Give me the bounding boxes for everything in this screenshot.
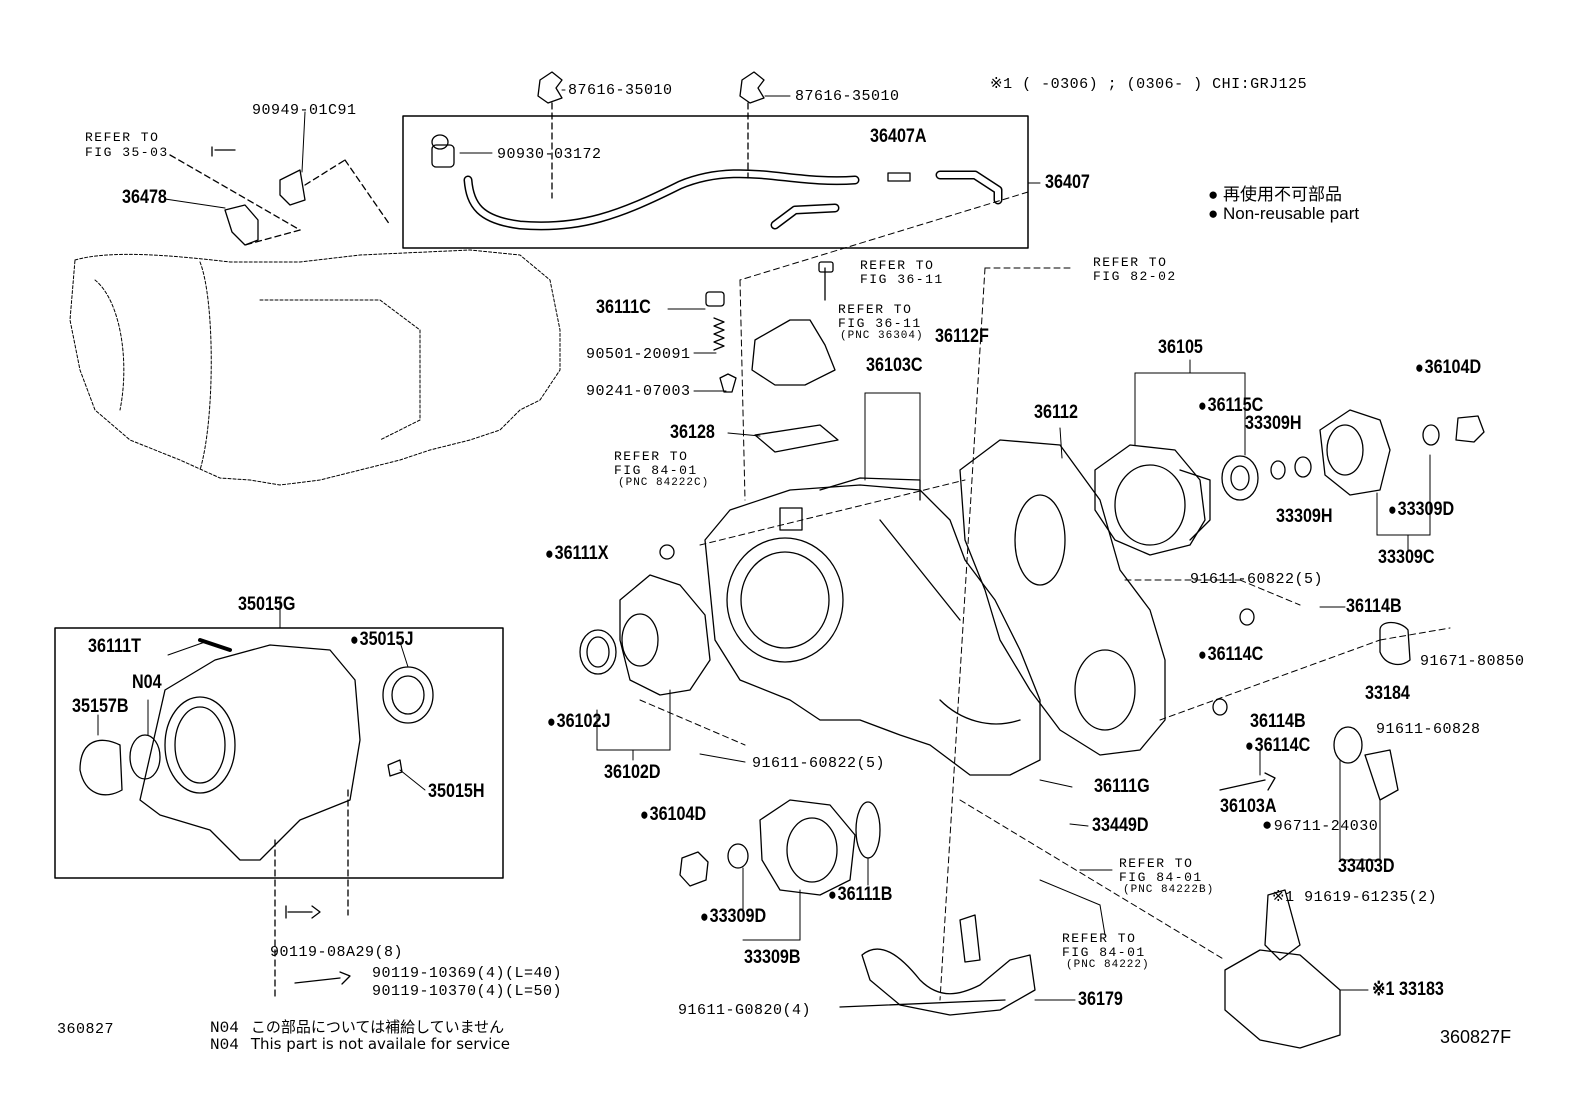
part-91611-60822-top[interactable]: 91611-60822(5) — [1190, 571, 1324, 588]
part-35157b[interactable]: 35157B — [72, 696, 129, 717]
part-87616-35010-b[interactable]: 87616-35010 — [795, 88, 900, 105]
ref-fig-35-03-line2[interactable]: FIG 35-03 — [85, 145, 169, 160]
part-36105[interactable]: 36105 — [1158, 337, 1203, 358]
part-90241-07003[interactable]: 90241-07003 — [586, 383, 691, 400]
part-96711-24030[interactable]: 96711-24030 — [1262, 818, 1378, 835]
part-36112[interactable]: 36112 — [1034, 402, 1079, 423]
part-36111b[interactable]: 36111B — [828, 885, 893, 904]
part-91619-61235[interactable]: ※1 91619-61235(2) — [1272, 889, 1438, 906]
clip-left — [537, 71, 563, 104]
part-36114b-b[interactable]: 36114B — [1250, 711, 1306, 732]
part-36115c[interactable]: 36115C — [1198, 396, 1264, 415]
part-91611-g0820[interactable]: 91611-G0820(4) — [678, 1002, 812, 1019]
model-applicability-note: ※1 ( -0306) ; (0306- ) CHI:GRJ125 — [990, 76, 1308, 93]
illustration-code-left: 360827 — [57, 1021, 115, 1038]
rear-case — [959, 439, 1166, 756]
part-36102d[interactable]: 36102D — [604, 762, 661, 783]
part-33184[interactable]: 33184 — [1365, 683, 1410, 704]
ref-fig-82-02-line2[interactable]: FIG 82-02 — [1093, 269, 1177, 284]
part-36103c[interactable]: 36103C — [866, 355, 923, 376]
footer-note-jp-code: N04 — [210, 1019, 239, 1037]
part-33309h-b[interactable]: 33309H — [1276, 506, 1333, 527]
ref-fig-36-11-a-line2[interactable]: FIG 36-11 — [860, 272, 944, 287]
ref-fig-36-11-b-line2[interactable]: FIG 36-11 — [838, 316, 922, 331]
part-36104d-top[interactable]: 36104D — [1415, 358, 1482, 377]
part-33183[interactable]: ※1 33183 — [1372, 979, 1444, 1000]
transfer-case-housing — [704, 477, 1041, 776]
front-case — [1094, 444, 1211, 556]
part-91671-80850[interactable]: 91671-80850 — [1420, 653, 1525, 670]
part-90501-20091[interactable]: 90501-20091 — [586, 346, 691, 363]
part-35015j[interactable]: 35015J — [350, 630, 414, 649]
part-33309d-bottom[interactable]: 33309D — [700, 907, 767, 926]
part-33309b[interactable]: 33309B — [744, 947, 801, 968]
part-36128[interactable]: 36128 — [670, 422, 715, 443]
footer-note-en-text: This part is not availale for service — [250, 1035, 510, 1053]
ref-fig-84-01-b-pnc[interactable]: (PNC 84222B) — [1123, 884, 1215, 896]
part-36111t[interactable]: 36111T — [88, 636, 141, 657]
ref-fig-82-02-line1[interactable]: REFER TO — [1093, 255, 1168, 270]
clip-right — [739, 71, 765, 104]
part-36111g[interactable]: 36111G — [1094, 776, 1150, 797]
part-36114c-a[interactable]: 36114C — [1198, 645, 1264, 664]
ref-fig-36-11-a-line1[interactable]: REFER TO — [860, 258, 935, 273]
ref-fig-84-01-c-line2[interactable]: FIG 84-01 — [1062, 945, 1146, 960]
ref-fig-84-01-b-line2[interactable]: FIG 84-01 — [1119, 870, 1203, 885]
part-36102j[interactable]: 36102J — [547, 712, 611, 731]
part-36103a[interactable]: 36103A — [1220, 796, 1277, 817]
part-35015h[interactable]: 35015H — [428, 781, 485, 802]
legend-jp: ● 再使用不可部品 — [1208, 180, 1342, 205]
extension-housing-box — [54, 627, 504, 879]
legend-jp-text: 再使用不可部品 — [1223, 185, 1342, 204]
note-n04[interactable]: N04 — [132, 672, 162, 693]
part-36104d-bottom[interactable]: 36104D — [640, 805, 707, 824]
part-90119-08a29[interactable]: 90119-08A29(8) — [270, 944, 404, 961]
part-91611-60822-mid[interactable]: 91611-60822(5) — [752, 755, 886, 772]
footer-note-en-code: N04 — [210, 1036, 239, 1054]
transmission-outline — [69, 249, 561, 486]
non-reusable-dot-icon: ● — [1208, 185, 1223, 204]
non-reusable-dot-icon: ● — [1208, 204, 1223, 223]
part-87616-35010-a[interactable]: 87616-35010 — [568, 82, 673, 99]
ref-fig-84-01-a-pnc[interactable]: (PNC 84222C) — [618, 477, 710, 489]
ref-fig-84-01-c-line1[interactable]: REFER TO — [1062, 931, 1137, 946]
footer-note-jp: N04 この部品については補給していません — [210, 1016, 504, 1037]
legend-en: ● Non-reusable part — [1208, 204, 1359, 224]
footer-note-en: N04 This part is not availale for service — [210, 1035, 510, 1054]
breather-hose-box — [402, 115, 1029, 249]
part-90930-03172[interactable]: 90930-03172 — [497, 146, 602, 163]
part-33309h-a[interactable]: 33309H — [1245, 413, 1302, 434]
part-36111c[interactable]: 36111C — [596, 297, 651, 318]
ref-fig-84-01-a-line1[interactable]: REFER TO — [614, 449, 689, 464]
part-36407[interactable]: 36407 — [1045, 172, 1090, 193]
ref-fig-36-11-b-line1[interactable]: REFER TO — [838, 302, 913, 317]
ref-fig-84-01-b-line1[interactable]: REFER TO — [1119, 856, 1194, 871]
footer-note-jp-text: この部品については補給していません — [250, 1018, 505, 1036]
legend-en-text: Non-reusable part — [1223, 204, 1360, 223]
part-36114b-a[interactable]: 36114B — [1346, 596, 1402, 617]
ref-fig-35-03-line1[interactable]: REFER TO — [85, 130, 160, 145]
part-33309c[interactable]: 33309C — [1378, 547, 1435, 568]
ref-fig-84-01-c-pnc[interactable]: (PNC 84222) — [1066, 959, 1150, 971]
part-90119-10369[interactable]: 90119-10369(4)(L=40) — [372, 965, 563, 982]
part-91611-60828[interactable]: 91611-60828 — [1376, 721, 1481, 738]
part-90949-01c91[interactable]: 90949-01C91 — [252, 102, 357, 119]
ref-fig-36-11-b-pnc[interactable]: (PNC 36304) — [840, 330, 924, 342]
part-33403d[interactable]: 33403D — [1338, 856, 1395, 877]
part-36111x[interactable]: 36111X — [545, 544, 609, 563]
part-36407a[interactable]: 36407A — [870, 126, 927, 147]
part-36179[interactable]: 36179 — [1078, 989, 1123, 1010]
part-36112f[interactable]: 36112F — [935, 326, 989, 347]
part-33449d[interactable]: 33449D — [1092, 815, 1149, 836]
part-90119-10370[interactable]: 90119-10370(4)(L=50) — [372, 983, 563, 1000]
part-36114c-b[interactable]: 36114C — [1245, 736, 1311, 755]
ref-fig-84-01-a-line2[interactable]: FIG 84-01 — [614, 463, 698, 478]
illustration-code-right: 360827F — [1440, 1027, 1512, 1047]
part-33309d-top[interactable]: 33309D — [1388, 500, 1455, 519]
part-36478[interactable]: 36478 — [122, 187, 167, 208]
group-35015g-title[interactable]: 35015G — [238, 594, 296, 615]
